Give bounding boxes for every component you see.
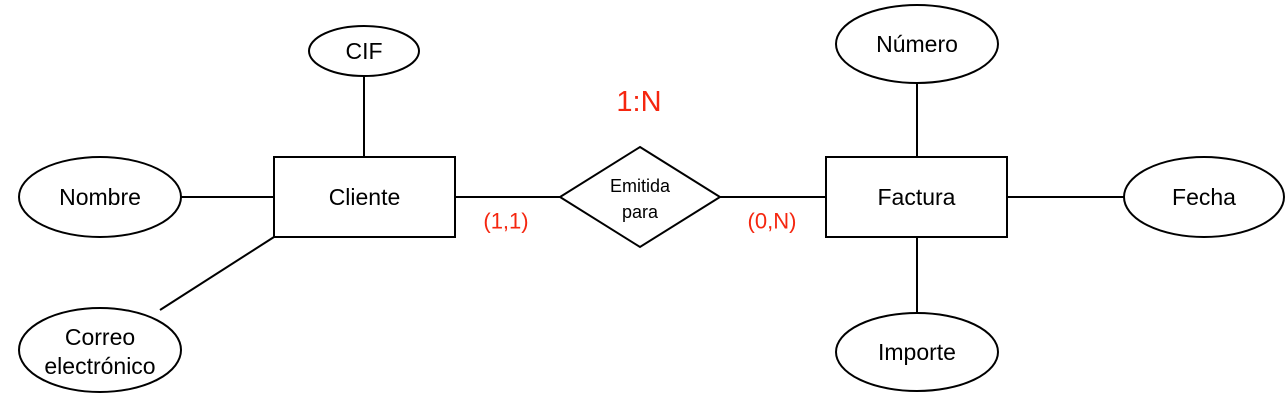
attribute-numero-ellipse[interactable]: [835, 4, 999, 84]
attribute-cif-ellipse[interactable]: [308, 25, 420, 77]
attribute-numero-label: Número: [876, 31, 958, 57]
entity-cliente-label: Cliente: [329, 184, 401, 210]
attribute-cif[interactable]: CIF: [308, 25, 420, 77]
attribute-correo[interactable]: Correo electrónico: [18, 307, 182, 393]
attribute-correo-label-line2: electrónico: [44, 353, 155, 379]
cardinality-factura: (0,N): [748, 209, 797, 234]
attribute-nombre-label: Nombre: [59, 184, 141, 210]
attribute-fecha-ellipse[interactable]: [1123, 156, 1285, 238]
entity-factura-box[interactable]: [825, 156, 1008, 238]
attribute-importe-label: Importe: [878, 339, 956, 365]
attribute-cif-label: CIF: [345, 38, 382, 64]
relationship-label-line2: para: [622, 202, 659, 222]
entity-factura[interactable]: Factura: [825, 156, 1008, 238]
connectors: [159, 76, 1124, 313]
entity-cliente-box[interactable]: [273, 156, 456, 238]
relationship-diamond[interactable]: [558, 145, 722, 249]
relationship-emitida-para[interactable]: Emitida para: [558, 145, 722, 249]
attribute-fecha-label: Fecha: [1172, 184, 1236, 210]
relationship-label-line1: Emitida: [610, 176, 671, 196]
attribute-importe[interactable]: Importe: [835, 312, 999, 392]
entity-cliente[interactable]: Cliente: [273, 156, 456, 238]
attribute-correo-label-line1: Correo: [65, 324, 135, 350]
attribute-numero[interactable]: Número: [835, 4, 999, 84]
entity-factura-label: Factura: [878, 184, 956, 210]
attribute-nombre[interactable]: Nombre: [18, 156, 182, 238]
attribute-fecha[interactable]: Fecha: [1123, 156, 1285, 238]
edge-cliente-correo: [159, 236, 275, 311]
cardinality-cliente: (1,1): [483, 209, 528, 234]
attribute-nombre-ellipse[interactable]: [18, 156, 182, 238]
attribute-importe-ellipse[interactable]: [835, 312, 999, 392]
relationship-ratio: 1:N: [616, 86, 661, 118]
attribute-correo-ellipse[interactable]: [18, 307, 182, 393]
